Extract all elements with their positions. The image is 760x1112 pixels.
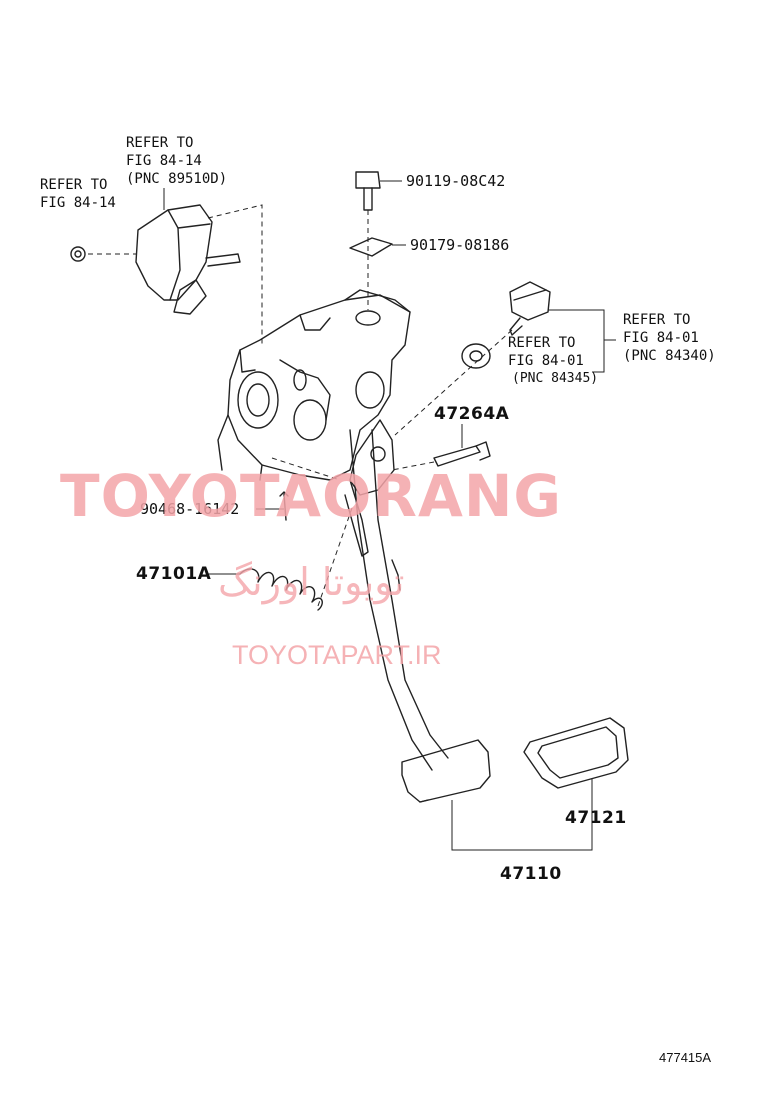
label-spring-part-number: 47101A [136,564,212,584]
label-ref-sensor-top: REFER TO FIG 84-14 (PNC 89510D) [126,135,228,187]
leader-dash-pin [391,461,435,471]
retainer-90179 [349,237,393,257]
pin-47264A [433,441,491,467]
pedal-pad [401,739,491,803]
label-pin-part-number: 47264A [434,404,510,424]
label-ref-switch: REFER TO FIG 84-01 (PNC 84340) [623,312,716,364]
label-ref-sensor-left: REFER TO FIG 84-14 [40,177,116,211]
label-bushing-part-number: 90468-16142 [140,500,240,518]
watermark-brand: TOYOTAORANG [60,462,562,530]
pedal-position-sensor [70,204,241,315]
bolt-90119 [355,171,381,211]
watermark-site: TOYOTAPART.IR [232,640,442,670]
label-bolt-part-number: 90119-08C42 [406,172,506,190]
pedal-bracket [217,289,411,481]
drawing-code: 477415A [659,1050,712,1065]
leader-pedal-bracket [451,778,593,851]
stop-lamp-switch [509,281,551,336]
leader-dash-sensor-bracket [207,204,263,345]
stopper-cushion [461,343,491,369]
pedal-pad-cover [523,717,629,789]
label-ref-stopper: REFER TO FIG 84-01 [508,335,584,369]
label-ref-stopper-pnc: (PNC 84345) [512,371,599,386]
label-pedal-part-number: 47110 [500,864,562,884]
return-spring [239,568,323,611]
bushing-90468 [279,491,289,521]
leader-switch [548,309,616,373]
pedal-arm [344,419,449,771]
watermark-persian: تویوتا اورنگ [218,560,405,604]
leader-dash-bushing [271,457,341,481]
label-pad-part-number: 47121 [565,808,627,828]
label-retainer-part-number: 90179-08186 [410,236,510,254]
